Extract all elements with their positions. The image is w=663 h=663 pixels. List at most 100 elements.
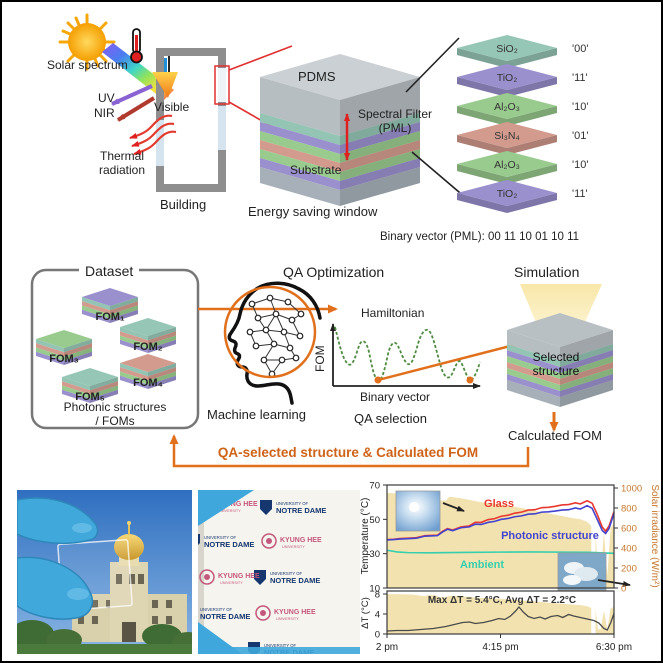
fom-axis-label: FOM xyxy=(313,345,327,372)
notre-dame-logo: UNIVERSITY OF NOTRE DAME xyxy=(254,570,320,585)
window-right xyxy=(218,106,226,150)
svg-text:200: 200 xyxy=(621,564,637,575)
qa-minimum-dot xyxy=(374,376,382,384)
blue-glove xyxy=(17,497,99,620)
layer-code: '10' xyxy=(572,159,588,171)
layer-code: '10' xyxy=(572,101,588,113)
fom-block-label: FOM₂ xyxy=(133,341,162,353)
ml-circle xyxy=(223,285,317,379)
qa-minimum-dot xyxy=(466,376,474,384)
svg-text:NOTRE DAME: NOTRE DAME xyxy=(200,612,250,621)
fom-block-label: FOM₅ xyxy=(75,391,104,403)
selected-structure-cube xyxy=(507,313,613,407)
uv-arrow xyxy=(111,84,153,106)
building-label: Building xyxy=(160,197,207,212)
solar-spectrum-label: Solar spectrum xyxy=(47,58,128,72)
binary-vector-axis-label: Binary vector xyxy=(360,390,431,404)
svg-text:UNIVERSITY OF: UNIVERSITY OF xyxy=(200,607,232,612)
svg-text:UNIVERSITY: UNIVERSITY xyxy=(218,509,241,513)
layer-code: '01' xyxy=(572,130,588,142)
spectral-filter-label: Spectral Filter (PML) xyxy=(357,107,433,135)
legend-glass: Glass xyxy=(484,498,514,510)
layer-plate: TiO₂ '11' xyxy=(457,180,588,213)
notre-dame-logo: UNIVERSITY OF NOTRE DAME xyxy=(200,607,250,621)
machine-learning-head xyxy=(223,281,322,405)
fom-block: FOM₂ xyxy=(120,318,176,353)
nir-arrow xyxy=(116,96,156,122)
kyung-hee-logo: KYUNG HEE UNIVERSITY xyxy=(261,533,322,549)
svg-text:4:15 pm: 4:15 pm xyxy=(482,642,518,653)
feedback-loop-arrow xyxy=(169,434,530,468)
uv-label: UV xyxy=(98,91,115,105)
svg-text:0: 0 xyxy=(375,630,380,641)
series-Ambient xyxy=(386,549,615,555)
sun-inset-photo xyxy=(395,490,465,532)
legend-ambient: Ambient xyxy=(460,559,504,571)
hamiltonian-label: Hamiltonian xyxy=(361,306,425,320)
cloud-inset-photo xyxy=(557,552,631,591)
photo-logo-sheet: UNIVERSITY OF NOTRE DAME UNIVERSITY OF N… xyxy=(198,490,360,654)
layer-code: '11' xyxy=(572,188,588,200)
svg-text:NOTRE DAME: NOTRE DAME xyxy=(204,540,254,549)
fom-block-label: FOM₁ xyxy=(96,311,125,323)
energy-saving-window-cube xyxy=(260,54,420,206)
sun-inset-arrow xyxy=(442,502,465,512)
thermal-radiation-label: Thermal radiation xyxy=(98,149,146,177)
layer-code: '11' xyxy=(572,72,588,84)
visible-light-triangle xyxy=(152,72,178,98)
svg-text:KYUNG HEE: KYUNG HEE xyxy=(274,609,316,616)
svg-text:UNIVERSITY: UNIVERSITY xyxy=(220,581,243,585)
thermal-radiation-arrows xyxy=(129,114,177,156)
notre-dame-logo: UNIVERSITY OF NOTRE DAME xyxy=(198,534,254,549)
legend-photonic: Photonic structure xyxy=(501,530,599,542)
neural-network-nodes xyxy=(246,294,305,378)
layer-material: SiO₂ xyxy=(496,43,518,55)
solar-irradiance-axis-label: Solar irradiance (W/m²) xyxy=(649,484,660,587)
nd-text: NOTRE DAME xyxy=(276,506,326,515)
fom-block: FOM₅ xyxy=(62,368,118,403)
photo-notre-dame xyxy=(17,490,192,654)
series-Photonic structure xyxy=(386,504,615,541)
svg-text:KYUNG HEE: KYUNG HEE xyxy=(218,573,260,580)
nir-label: NIR xyxy=(94,106,115,120)
binary-vector-label: Binary vector (PML): 00 11 10 01 10 11 xyxy=(380,231,580,243)
dataset-caption-line1: Photonic structures xyxy=(63,400,167,414)
temperature-axis-label: Temperature (°C) xyxy=(360,498,371,575)
fom-block: FOM₃ xyxy=(36,330,92,365)
dataset-title: Dataset xyxy=(79,263,140,280)
delta-t-curve xyxy=(386,605,615,632)
layer-material: Al₂O₃ xyxy=(494,101,520,113)
layer-plate: Al₂O₃ '10' xyxy=(457,93,588,126)
dataset-caption: Photonic structures / FOMs xyxy=(36,400,194,429)
delta-t-annotation: Max ΔT = 5.4°C, Avg ΔT = 2.2°C xyxy=(428,595,576,606)
hamiltonian-curve xyxy=(334,326,481,381)
kh-text: KYUNG HEE xyxy=(280,537,322,544)
qa-selection-line xyxy=(377,341,520,382)
svg-text:UNIVERSITY: UNIVERSITY xyxy=(282,545,305,549)
window-caption: Energy saving window xyxy=(248,204,378,219)
simulation-title: Simulation xyxy=(514,264,580,280)
fom-blocks: FOM₁ FOM₂ FOM₃ FOM₄ FOM₅ xyxy=(36,288,176,403)
layer-material: Al₂O₃ xyxy=(494,159,520,171)
blue-glove-corner xyxy=(198,490,360,654)
dataset-caption-line2: / FOMs xyxy=(95,413,135,428)
svg-text:UNIVERSITY OF: UNIVERSITY OF xyxy=(264,643,296,648)
delta-t-axis-label: ΔT (°C) xyxy=(360,597,371,629)
head-silhouette xyxy=(227,281,301,405)
svg-text:NOTRE DAME: NOTRE DAME xyxy=(270,576,320,585)
layer-material: Si₃N₄ xyxy=(494,130,519,142)
svg-text:600: 600 xyxy=(621,524,637,535)
layer-code: '00' xyxy=(572,43,588,55)
fom-block: FOM₄ xyxy=(120,354,176,389)
feedback-banner: QA-selected structure & Calculated FOM xyxy=(217,445,479,460)
svg-text:UNIVERSITY OF: UNIVERSITY OF xyxy=(270,571,302,576)
svg-text:UNIVERSITY: UNIVERSITY xyxy=(276,617,299,621)
layer-plate: SiO₂ '00' xyxy=(457,35,588,68)
kyung-hee-logo: KYUNG HEE UNIVERSITY xyxy=(255,605,316,621)
layer-plate: Si₃N₄ '01' xyxy=(457,122,588,155)
explode-line-top xyxy=(405,37,460,93)
